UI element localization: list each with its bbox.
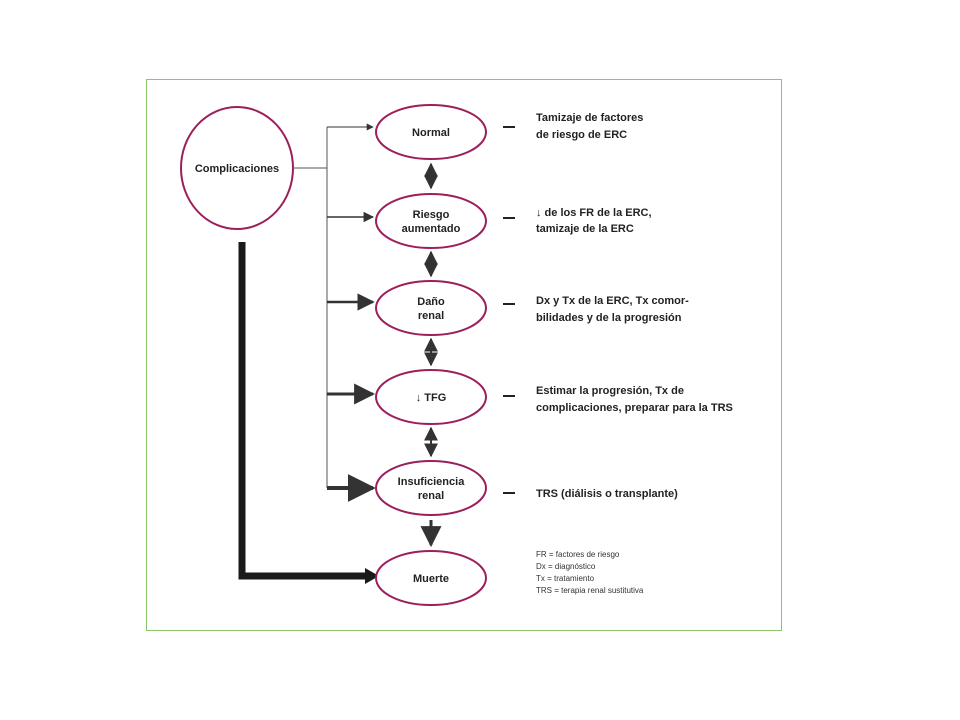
stage-ellipse bbox=[375, 104, 487, 160]
abbreviations-legend: FR = factores de riesgo Dx = diagnóstico… bbox=[536, 550, 644, 595]
root-label: Complicaciones bbox=[195, 163, 279, 175]
stage-ellipse bbox=[375, 193, 487, 249]
stage-riesgo-aumentado: Riesgo aumentado bbox=[375, 193, 487, 249]
stage-description: tamizaje de la ERC bbox=[536, 223, 634, 235]
stage-description: Estimar la progresión, Tx de bbox=[536, 385, 684, 397]
stage-ellipse bbox=[375, 550, 487, 606]
legend-item: TRS = terapia renal sustitutiva bbox=[536, 586, 644, 595]
stage-description: Dx y Tx de la ERC, Tx comor- bbox=[536, 295, 689, 307]
stage-label: Daño bbox=[417, 296, 445, 308]
stage-label: renal bbox=[418, 310, 444, 322]
diagram-frame: Complicaciones Normal Riesgo aumentado D… bbox=[146, 79, 782, 631]
stage-label: ↓ TFG bbox=[416, 392, 447, 404]
death-path-line bbox=[238, 242, 373, 580]
stage-label: Riesgo bbox=[413, 209, 450, 221]
stage-normal: Normal bbox=[375, 104, 487, 160]
stage-insuficiencia-renal: Insuficiencia renal bbox=[375, 460, 487, 516]
legend-item: Tx = tratamiento bbox=[536, 574, 595, 583]
death-path-arrowhead bbox=[365, 568, 379, 584]
stage-description: TRS (diálisis o transplante) bbox=[536, 488, 678, 500]
legend-item: Dx = diagnóstico bbox=[536, 562, 596, 571]
stage-ellipse bbox=[375, 369, 487, 425]
stage-muerte: Muerte bbox=[375, 550, 487, 606]
final-label: Muerte bbox=[413, 573, 449, 585]
stage-description: complicaciones, preparar para la TRS bbox=[536, 402, 733, 414]
stage-description: Tamizaje de factores bbox=[536, 112, 643, 124]
stage-ellipse bbox=[375, 460, 487, 516]
stages-flow-diagram: Complicaciones Normal Riesgo aumentado D… bbox=[180, 104, 733, 606]
legend-item: FR = factores de riesgo bbox=[536, 550, 620, 559]
stage-label: Insuficiencia bbox=[398, 476, 466, 488]
stage-dano-renal: Daño renal bbox=[375, 280, 487, 336]
stage-description: bilidades y de la progresión bbox=[536, 312, 682, 324]
stage-description: ↓ de los FR de la ERC, bbox=[536, 207, 652, 219]
stage-label: Normal bbox=[412, 127, 450, 139]
stage-label: renal bbox=[418, 490, 444, 502]
stage-tfg: ↓ TFG bbox=[375, 369, 487, 425]
stage-description: de riesgo de ERC bbox=[536, 129, 627, 141]
stage-label: aumentado bbox=[402, 223, 461, 235]
stage-ellipse bbox=[375, 280, 487, 336]
